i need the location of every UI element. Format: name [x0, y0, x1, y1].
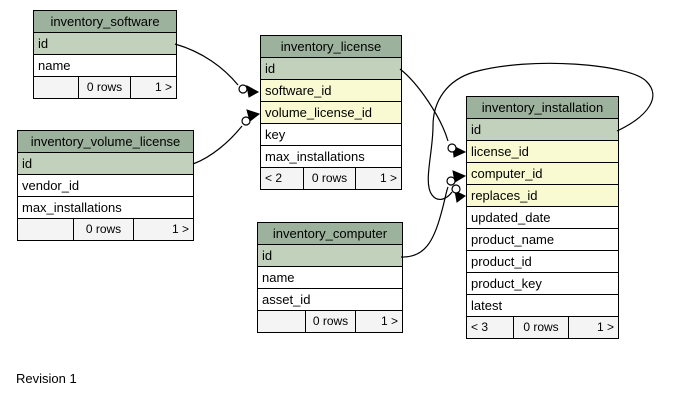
footer-page-back-inventory_installation[interactable]: < 3 [467, 317, 514, 338]
footer-page-next-inventory_installation[interactable]: 1 > [569, 317, 618, 338]
footer-page-back-inventory_volume_license [18, 219, 74, 240]
footer-row-count-inventory_installation: 0 rows [514, 317, 569, 338]
column-inventory_installation-id: id [467, 119, 618, 141]
footer-page-back-inventory_computer [258, 311, 306, 332]
column-inventory_software-name: name [34, 55, 176, 77]
column-inventory_installation-computer_id: computer_id [467, 163, 618, 185]
table-name-inventory_license[interactable]: inventory_license [261, 36, 401, 58]
column-inventory_computer-name: name [258, 267, 402, 289]
column-inventory_installation-license_id: license_id [467, 141, 618, 163]
footer-page-back-inventory_software [34, 77, 79, 98]
column-inventory_software-id: id [34, 33, 176, 55]
column-inventory_computer-asset_id: asset_id [258, 289, 402, 311]
revision-label: Revision 1 [16, 371, 77, 386]
column-inventory_license-max_installations: max_installations [261, 146, 401, 168]
table-name-inventory_computer[interactable]: inventory_computer [258, 223, 402, 245]
column-inventory_volume_license-max_installations: max_installations [18, 197, 193, 219]
column-inventory_license-volume_license_id: volume_license_id [261, 102, 401, 124]
table-name-inventory_software[interactable]: inventory_software [34, 11, 176, 33]
column-inventory_license-key: key [261, 124, 401, 146]
footer-page-next-inventory_software[interactable]: 1 > [131, 77, 176, 98]
column-inventory_installation-product_name: product_name [467, 229, 618, 251]
column-inventory_installation-product_id: product_id [467, 251, 618, 273]
table-name-inventory_volume_license[interactable]: inventory_volume_license [18, 131, 193, 153]
column-inventory_volume_license-id: id [18, 153, 193, 175]
footer-page-next-inventory_license[interactable]: 1 > [356, 168, 401, 189]
footer-row-count-inventory_volume_license: 0 rows [74, 219, 134, 240]
column-inventory_installation-product_key: product_key [467, 273, 618, 295]
footer-page-back-inventory_license[interactable]: < 2 [261, 168, 304, 189]
footer-row-count-inventory_computer: 0 rows [306, 311, 356, 332]
table-name-inventory_installation[interactable]: inventory_installation [467, 97, 618, 119]
footer-row-count-inventory_software: 0 rows [79, 77, 131, 98]
column-inventory_license-software_id: software_id [261, 80, 401, 102]
column-inventory_installation-replaces_id: replaces_id [467, 185, 618, 207]
footer-page-next-inventory_volume_license[interactable]: 1 > [134, 219, 193, 240]
column-inventory_license-id: id [261, 58, 401, 80]
footer-page-next-inventory_computer[interactable]: 1 > [356, 311, 402, 332]
column-inventory_installation-latest: latest [467, 295, 618, 317]
column-inventory_volume_license-vendor_id: vendor_id [18, 175, 193, 197]
column-inventory_computer-id: id [258, 245, 402, 267]
footer-row-count-inventory_license: 0 rows [304, 168, 356, 189]
column-inventory_installation-updated_date: updated_date [467, 207, 618, 229]
